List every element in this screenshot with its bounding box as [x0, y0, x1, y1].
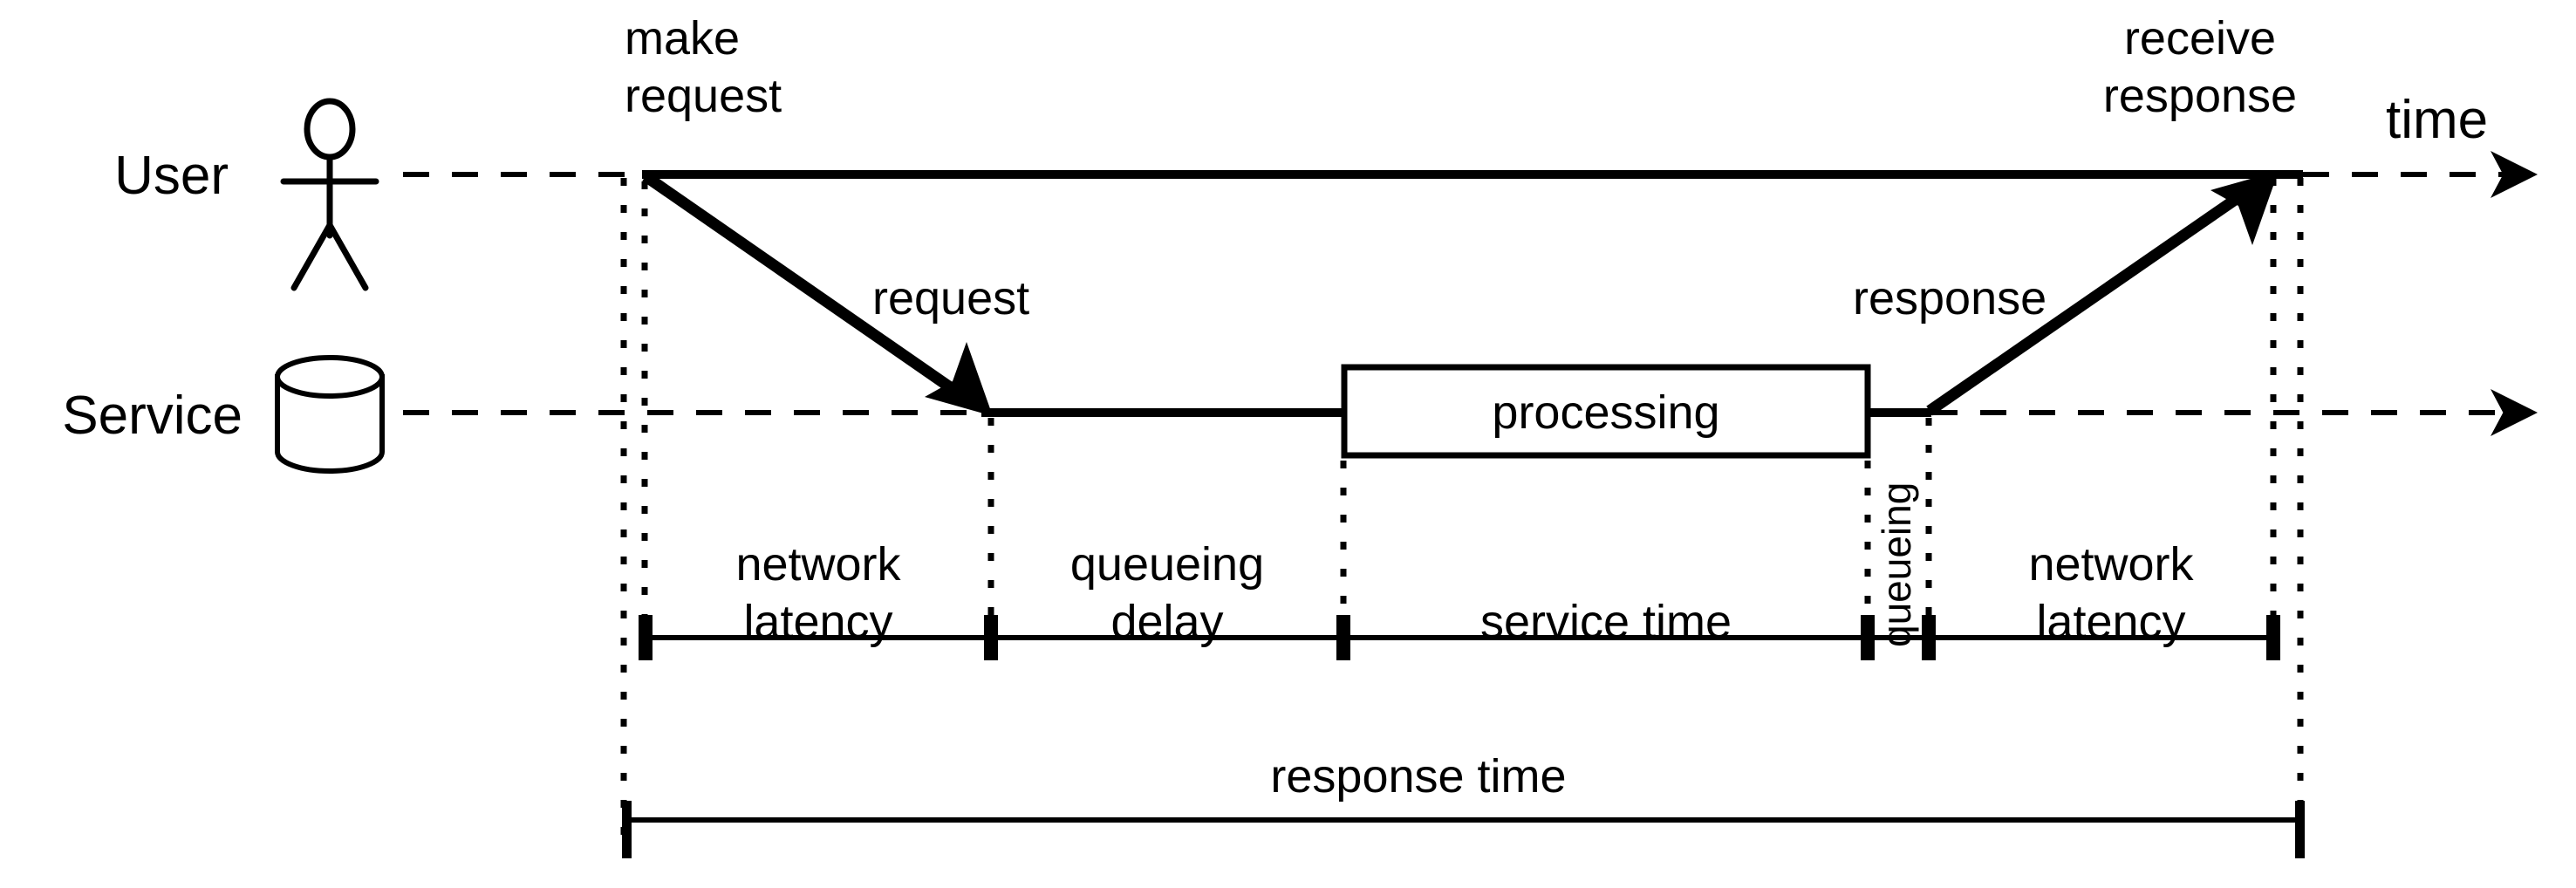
receive-response-label-line1: receive — [2124, 12, 2276, 65]
segment-measurement-bar — [639, 615, 2280, 660]
receive-response-label-line2: response — [2103, 70, 2297, 122]
segment-label-queueing-rotated: queueing — [1874, 482, 1919, 647]
make-request-label-line1: make — [625, 12, 740, 65]
processing-activation-box — [1341, 364, 1871, 459]
lane-label-user: User — [114, 146, 229, 206]
stick-figure-actor-icon — [280, 98, 379, 291]
make-request-label-line2: request — [625, 70, 782, 122]
segment-label-network-latency-out-line1: network — [735, 538, 901, 591]
segment-tick-t2 — [1336, 615, 1350, 660]
processing-label: processing — [1492, 386, 1719, 439]
segment-tick-t3 — [1861, 615, 1875, 660]
lane-label-service: Service — [62, 386, 243, 446]
response-message-label: response — [1853, 272, 2046, 324]
segment-tick-t5 — [2266, 615, 2280, 660]
response-time-tick-end — [2295, 801, 2305, 858]
response-time-label: response time — [1270, 750, 1566, 803]
segment-label-queueing-delay-line1: queueing — [1070, 538, 1264, 591]
request-message-arrow — [642, 171, 993, 416]
time-axis-label: time — [2386, 90, 2488, 150]
segment-tick-t0 — [639, 615, 653, 660]
request-arrowhead — [925, 342, 993, 416]
segment-tick-t4 — [1922, 615, 1936, 660]
segment-label-network-latency-in-line1: network — [2028, 538, 2194, 591]
request-message-label: request — [872, 272, 1029, 324]
response-arrowhead — [2210, 171, 2279, 245]
response-time-tick-start — [622, 801, 632, 858]
guide-lines-group — [620, 178, 2304, 850]
response-time-measurement-bar — [622, 801, 2305, 858]
response-message-arrow — [1926, 171, 2279, 416]
segment-tick-t1 — [984, 615, 998, 660]
database-cylinder-icon — [275, 355, 385, 474]
